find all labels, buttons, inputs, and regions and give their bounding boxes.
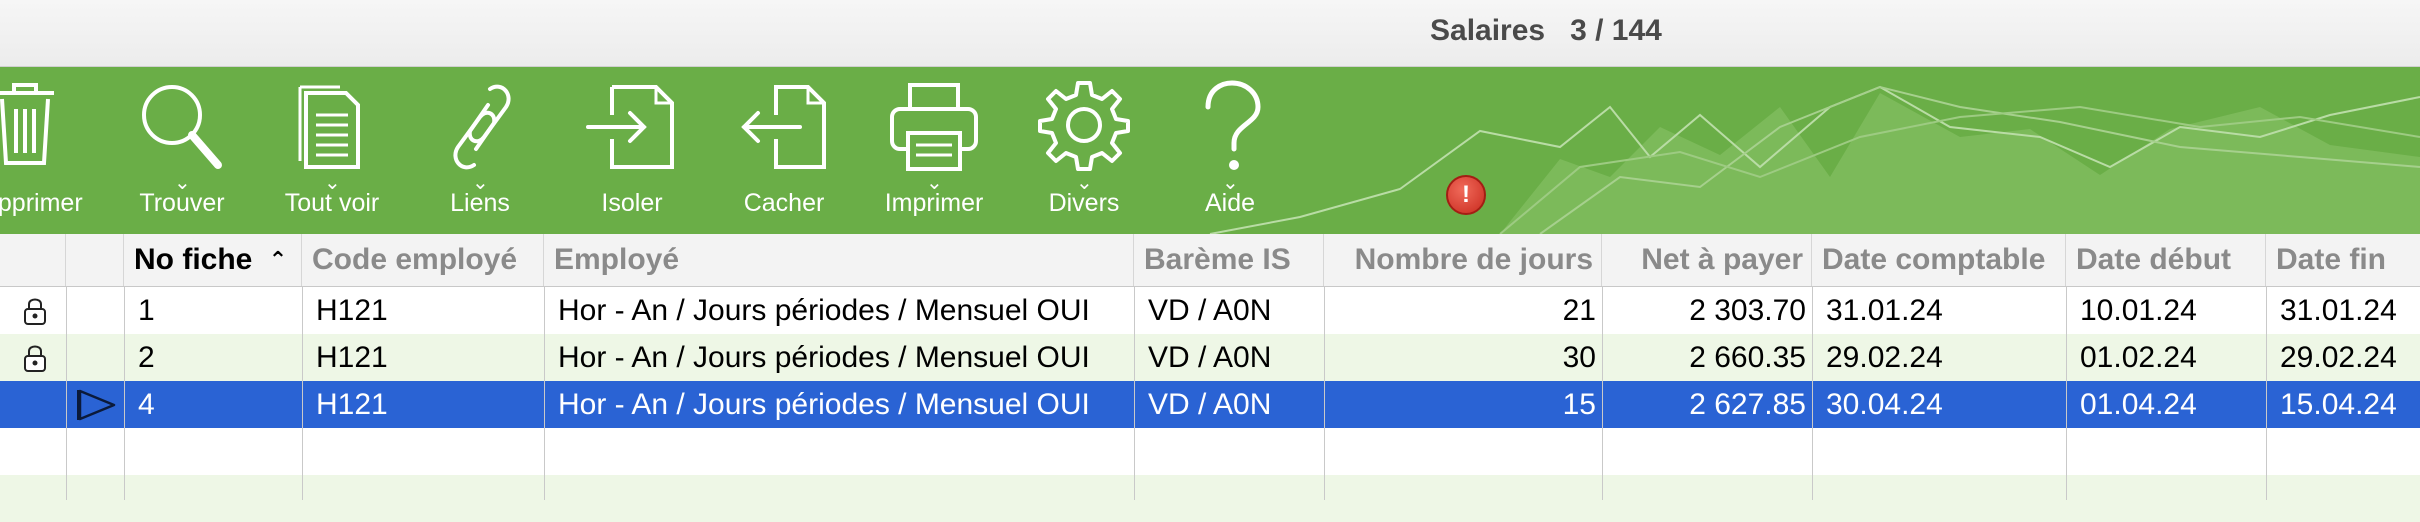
hide-icon bbox=[741, 85, 826, 169]
sort-ascending-icon: ⌃ bbox=[268, 247, 288, 272]
column-header-nombre-jours[interactable]: Nombre de jours bbox=[1324, 234, 1602, 286]
toolbar: Supprimer ⌄ Trouver ⌄ Tout voir ⌄ Liens bbox=[0, 67, 2420, 234]
hide-button[interactable]: Cacher bbox=[724, 67, 844, 234]
column-header-lock[interactable] bbox=[0, 234, 66, 286]
column-divider bbox=[1812, 286, 1813, 500]
cell-bareme-is: VD / A0N bbox=[1148, 341, 1272, 374]
cell-date-fin: 29.02.24 bbox=[2280, 341, 2397, 374]
document-list-icon bbox=[298, 85, 360, 169]
column-divider bbox=[1324, 286, 1325, 500]
cell-employe: Hor - An / Jours périodes / Mensuel OUI bbox=[558, 388, 1090, 421]
show-all-label: Tout voir bbox=[284, 189, 380, 217]
cell-code-employe: H121 bbox=[316, 341, 388, 374]
column-header-net-a-payer[interactable]: Net à payer bbox=[1602, 234, 1812, 286]
cell-date-debut: 01.02.24 bbox=[2080, 341, 2197, 374]
cell-date-comptable: 31.01.24 bbox=[1826, 294, 1943, 327]
chevron-down-icon: ⌄ bbox=[1222, 172, 1239, 194]
table-row[interactable]: 2 H121 Hor - An / Jours périodes / Mensu… bbox=[0, 334, 2420, 381]
delete-label: Supprimer bbox=[0, 189, 83, 217]
find-button[interactable]: ⌄ Trouver bbox=[122, 67, 242, 234]
isolate-label: Isoler bbox=[601, 189, 663, 217]
cell-date-comptable: 30.04.24 bbox=[1826, 388, 1943, 421]
misc-label: Divers bbox=[1048, 189, 1120, 217]
cell-bareme-is: VD / A0N bbox=[1148, 388, 1272, 421]
column-header-no-fiche[interactable]: No fiche ⌃ bbox=[124, 234, 302, 286]
column-divider bbox=[1602, 286, 1603, 500]
column-divider bbox=[124, 286, 125, 500]
chevron-down-icon: ⌄ bbox=[472, 172, 489, 194]
window-title: Salaires 3 / 144 bbox=[1430, 14, 1662, 47]
chevron-down-icon: ⌄ bbox=[1076, 172, 1093, 194]
cell-no-fiche: 4 bbox=[138, 388, 155, 421]
help-button[interactable]: ⌄ Aide bbox=[1170, 67, 1290, 234]
cell-nombre-jours: 30 bbox=[1562, 341, 1596, 374]
salary-table: No fiche ⌃ Code employé Employé Barème I… bbox=[0, 234, 2420, 522]
cell-net-a-payer: 2 627.85 bbox=[1689, 388, 1806, 421]
cell-nombre-jours: 15 bbox=[1562, 388, 1596, 421]
gear-icon bbox=[1038, 81, 1130, 171]
links-label: Liens bbox=[450, 189, 510, 217]
cell-code-employe: H121 bbox=[316, 388, 388, 421]
lock-icon bbox=[24, 298, 46, 325]
cell-date-debut: 01.04.24 bbox=[2080, 388, 2197, 421]
table-row-selected[interactable]: 4 H121 Hor - An / Jours périodes / Mensu… bbox=[0, 381, 2420, 428]
delete-button[interactable]: Supprimer bbox=[0, 67, 90, 234]
show-all-button[interactable]: ⌄ Tout voir bbox=[272, 67, 392, 234]
column-header-pointer[interactable] bbox=[66, 234, 124, 286]
column-header-employe[interactable]: Employé bbox=[544, 234, 1134, 286]
empty-row bbox=[0, 428, 2420, 475]
table-header: No fiche ⌃ Code employé Employé Barème I… bbox=[0, 234, 2420, 287]
cell-employe: Hor - An / Jours périodes / Mensuel OUI bbox=[558, 341, 1090, 374]
chevron-down-icon: ⌄ bbox=[926, 172, 943, 194]
background-graph-decoration bbox=[1209, 85, 2420, 234]
current-record-pointer-icon bbox=[77, 389, 116, 421]
cell-date-comptable: 29.02.24 bbox=[1826, 341, 1943, 374]
empty-row bbox=[0, 475, 2420, 522]
column-divider bbox=[2066, 286, 2067, 500]
column-divider bbox=[1134, 286, 1135, 500]
cell-no-fiche: 1 bbox=[138, 294, 155, 327]
cell-date-fin: 31.01.24 bbox=[2280, 294, 2397, 327]
misc-button[interactable]: ⌄ Divers bbox=[1024, 67, 1144, 234]
find-label: Trouver bbox=[139, 189, 225, 217]
alert-badge[interactable]: ! bbox=[1446, 175, 1486, 215]
column-divider bbox=[2266, 286, 2267, 500]
column-divider bbox=[66, 286, 67, 500]
cell-nombre-jours: 21 bbox=[1562, 294, 1596, 327]
table-row[interactable]: 1 H121 Hor - An / Jours périodes / Mensu… bbox=[0, 287, 2420, 334]
column-divider bbox=[302, 286, 303, 500]
column-divider bbox=[544, 286, 545, 500]
print-label: Imprimer bbox=[884, 189, 984, 217]
print-button[interactable]: ⌄ Imprimer bbox=[874, 67, 994, 234]
cell-net-a-payer: 2 660.35 bbox=[1689, 341, 1806, 374]
cell-bareme-is: VD / A0N bbox=[1148, 294, 1272, 327]
cell-employe: Hor - An / Jours périodes / Mensuel OUI bbox=[558, 294, 1090, 327]
links-button[interactable]: ⌄ Liens bbox=[420, 67, 540, 234]
help-label: Aide bbox=[1204, 189, 1256, 217]
cell-date-fin: 15.04.24 bbox=[2280, 388, 2397, 421]
column-header-date-debut[interactable]: Date début bbox=[2066, 234, 2266, 286]
chevron-down-icon: ⌄ bbox=[174, 172, 191, 194]
search-icon bbox=[142, 85, 222, 169]
column-header-bareme-is[interactable]: Barème IS bbox=[1134, 234, 1324, 286]
column-header-code-employe[interactable]: Code employé bbox=[302, 234, 544, 286]
isolate-icon bbox=[586, 85, 674, 169]
cell-no-fiche: 2 bbox=[138, 341, 155, 374]
printer-icon bbox=[890, 83, 978, 171]
help-icon bbox=[1205, 80, 1261, 170]
column-header-date-comptable[interactable]: Date comptable bbox=[1812, 234, 2066, 286]
column-label: No fiche bbox=[134, 243, 253, 276]
cell-date-debut: 10.01.24 bbox=[2080, 294, 2197, 327]
trash-icon bbox=[0, 83, 54, 165]
isolate-button[interactable]: Isoler bbox=[572, 67, 692, 234]
cell-net-a-payer: 2 303.70 bbox=[1689, 294, 1806, 327]
cell-code-employe: H121 bbox=[316, 294, 388, 327]
title-bar: Salaires 3 / 144 bbox=[0, 0, 2420, 67]
hide-label: Cacher bbox=[743, 189, 825, 217]
chevron-down-icon: ⌄ bbox=[324, 172, 341, 194]
column-header-date-fin[interactable]: Date fin bbox=[2276, 243, 2387, 276]
lock-icon bbox=[24, 345, 46, 372]
link-icon bbox=[453, 84, 511, 170]
